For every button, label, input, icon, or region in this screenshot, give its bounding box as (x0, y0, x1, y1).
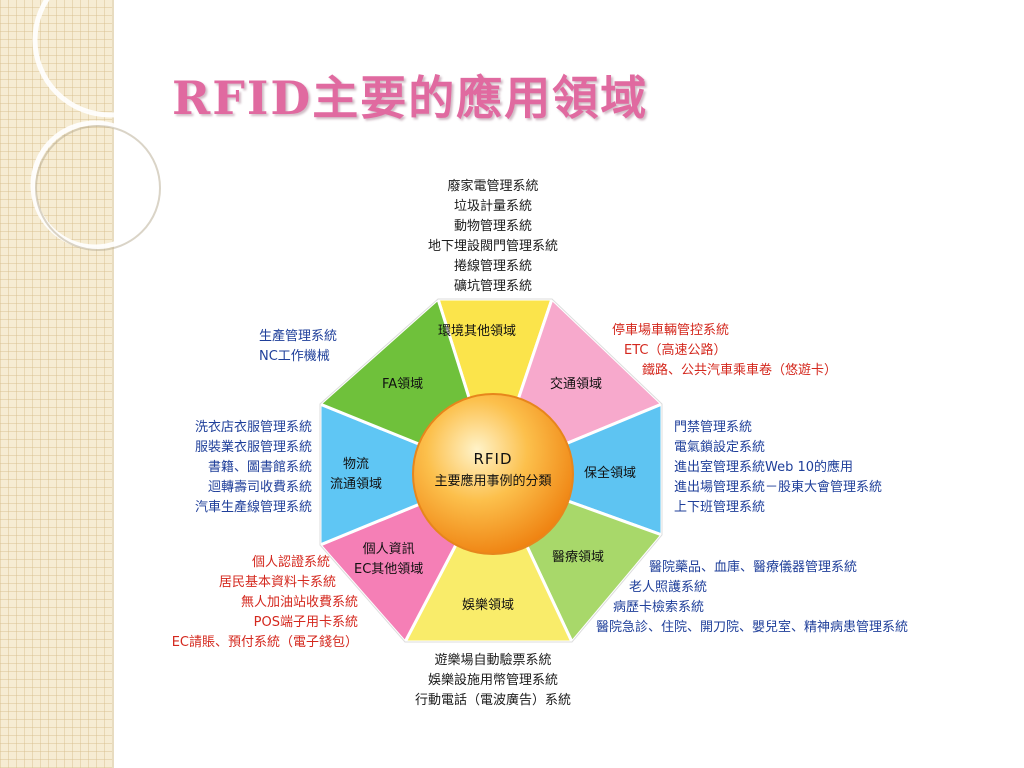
segment-label-medical-line: 醫療領域 (552, 550, 605, 565)
segment-label-personal: 個人資訊 EC其他領域 (354, 540, 423, 580)
example-item: ETC（高速公路） (624, 343, 727, 358)
slide-title: RFID主要的應用領域 (172, 71, 649, 125)
example-item: 行動電話（電波廣告）系統 (414, 693, 571, 708)
deco-ring-mid (30, 120, 160, 250)
example-item: 汽車生產線管理系統 (194, 500, 312, 515)
examples-medical: 醫院藥品、血庫、醫療儀器管理系統 老人照護系統 病歷卡檢索系統 醫院急診、住院、… (592, 558, 908, 638)
segment-label-traffic-line: 交通領域 (550, 377, 603, 392)
segment-label-logistics-line1: 物流 (343, 457, 370, 472)
segment-label-security: 保全領域 (584, 464, 636, 484)
example-item: POS端子用卡系統 (253, 615, 358, 630)
example-item: 進出場管理系統－股東大會管理系統 (674, 480, 883, 495)
example-item: 礦坑管理系統 (453, 279, 532, 294)
octagon-outline (319, 298, 663, 643)
example-item: 門禁管理系統 (674, 420, 753, 435)
example-item: 動物管理系統 (453, 219, 532, 234)
hub-circle (412, 393, 574, 555)
example-item: 個人認證系統 (251, 555, 330, 570)
example-item: 病歷卡檢索系統 (613, 600, 705, 615)
deco-ring-shadow (35, 125, 161, 251)
example-item: 遊樂場自動驗票系統 (434, 653, 552, 668)
example-item: 停車場車輛管控系統 (612, 323, 730, 338)
example-item: 服裝業衣服管理系統 (194, 440, 312, 455)
hub-line1: RFID (473, 450, 513, 468)
segment-label-fa: FA領域 (382, 375, 423, 395)
example-item: 洗衣店衣服管理系統 (194, 420, 312, 435)
segment-label-entertainment-line: 娛樂領域 (462, 598, 515, 613)
examples-logistics: 洗衣店衣服管理系統 服裝業衣服管理系統 書籍、圖書館系統 迴轉壽司收費系統 汽車… (110, 418, 312, 518)
segment-label-personal-line1: 個人資訊 (362, 542, 415, 557)
segment-label-traffic: 交通領域 (550, 375, 602, 395)
segment-label-environment: 環境其他領域 (438, 322, 516, 342)
example-item: NC工作機械 (259, 349, 330, 364)
decorative-rings (30, 0, 180, 251)
example-item: 生產管理系統 (259, 329, 338, 344)
examples-traffic: 停車場車輛管控系統 ETC（高速公路） 鐵路、公共汽車乘車卷（悠遊卡） (612, 321, 837, 381)
segment-label-security-line: 保全領域 (584, 466, 637, 481)
example-item: 老人照護系統 (629, 580, 708, 595)
segment-label-entertainment: 娛樂領域 (462, 596, 514, 616)
example-item: 電氣鎖設定系統 (674, 440, 766, 455)
strip-edge-line (112, 0, 114, 768)
example-item: 娛樂設施用幣管理系統 (427, 673, 558, 688)
example-item: 鐵路、公共汽車乘車卷（悠遊卡） (642, 363, 838, 378)
decorative-grid-strip (0, 0, 112, 768)
hub-line2: 主要應用事例的分類 (434, 474, 552, 489)
example-item: 居民基本資料卡系統 (218, 575, 336, 590)
examples-environment: 廢家電管理系統 垃圾計量系統 動物管理系統 地下埋設閥門管理系統 捲線管理系統 … (393, 177, 593, 297)
deco-ring-top (32, 0, 180, 118)
examples-entertainment: 遊樂場自動驗票系統 娛樂設施用幣管理系統 行動電話（電波廣告）系統 (380, 651, 606, 711)
segment-label-logistics-line2: 流通領域 (330, 477, 383, 492)
example-item: 無人加油站收費系統 (240, 595, 358, 610)
segment-label-medical: 醫療領域 (552, 548, 604, 568)
examples-security: 門禁管理系統 電氣鎖設定系統 進出室管理系統Web 10的應用 進出場管理系統－… (674, 418, 882, 518)
examples-fa: 生產管理系統 NC工作機械 (259, 327, 337, 367)
example-item: 廢家電管理系統 (447, 179, 539, 194)
example-item: EC請賬、預付系統（電子錢包） (171, 635, 358, 650)
example-item: 書籍、圖書館系統 (207, 460, 312, 475)
example-item: 地下埋設閥門管理系統 (427, 239, 558, 254)
hub-label: RFID 主要應用事例的分類 (413, 394, 573, 554)
example-item: 上下班管理系統 (674, 500, 766, 515)
segment-label-environment-line: 環境其他領域 (438, 324, 517, 339)
example-item: 醫院急診、住院、開刀院、嬰兒室、精神病患管理系統 (596, 620, 909, 635)
example-item: 進出室管理系統Web 10的應用 (674, 460, 854, 475)
segment-label-personal-line2: EC其他領域 (354, 562, 424, 577)
example-item: 捲線管理系統 (453, 259, 532, 274)
example-item: 垃圾計量系統 (453, 199, 532, 214)
examples-personal: 個人認證系統 居民基本資料卡系統 無人加油站收費系統 POS端子用卡系統 EC請… (130, 553, 358, 653)
segment-label-logistics: 物流 流通領域 (330, 455, 382, 495)
example-item: 迴轉壽司收費系統 (207, 480, 312, 495)
segment-label-fa-line: FA領域 (382, 377, 424, 392)
example-item: 醫院藥品、血庫、醫療儀器管理系統 (649, 560, 858, 575)
